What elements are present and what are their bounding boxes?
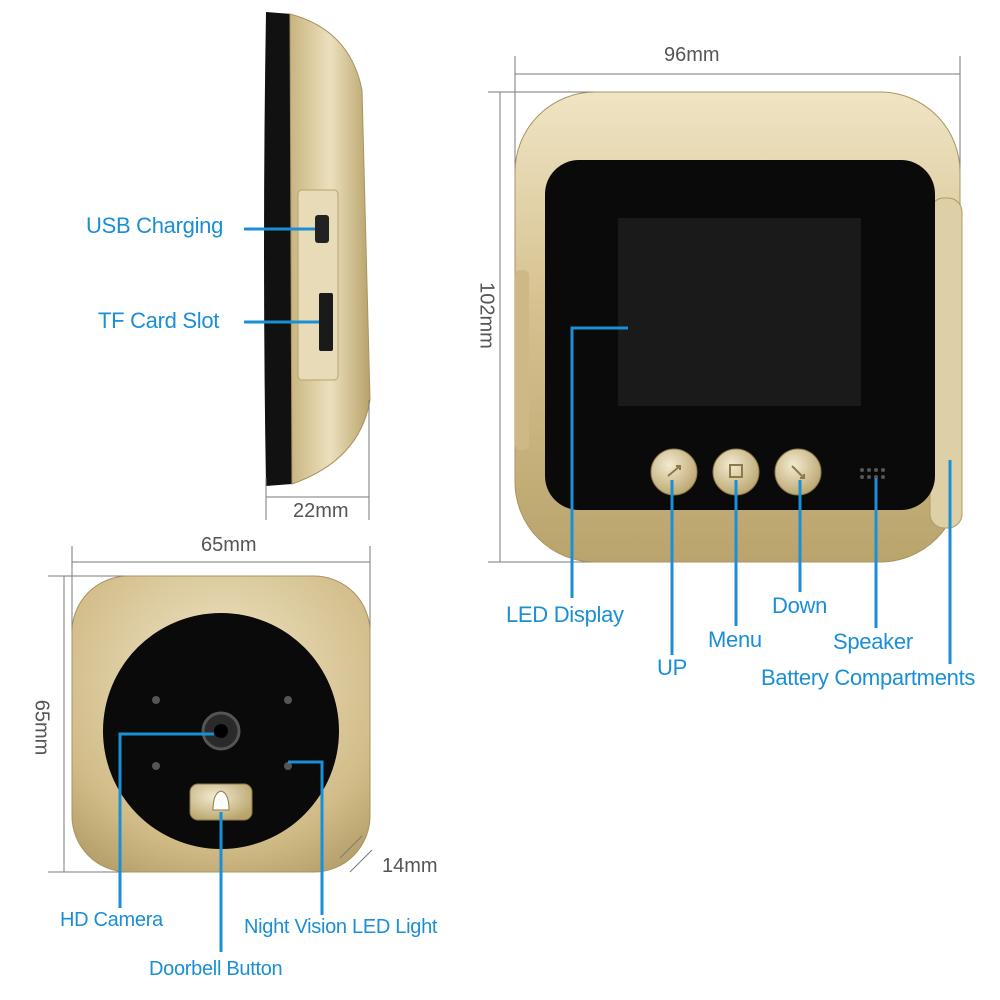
bell-icon [212,790,230,811]
menu-icon [729,464,743,478]
monitor-side-strip [515,270,529,450]
side-depth-label: 22mm [293,500,349,522]
front-monitor [488,56,963,664]
doorbell-button-label: Doorbell Button [149,958,283,980]
speaker-label: Speaker [833,629,913,654]
led-display-leader [570,326,628,598]
speaker-grille-icon [860,468,885,479]
battery-compartments-label: Battery Compartments [761,665,976,690]
night-vision-led-br [284,762,292,770]
camera-unit [48,546,373,952]
night-vision-led-bl [152,762,160,770]
monitor-width-label: 96mm [664,44,720,66]
usb-charging-label: USB Charging [86,213,224,238]
side-view-black-rim [264,12,292,486]
down-arrow-icon [791,465,805,479]
usb-port [315,215,329,243]
camera-height-label: 65mm [30,699,53,756]
night-vision-leader [288,760,324,915]
hd-camera-lens-center [214,724,228,738]
up-arrow-icon [667,465,681,477]
menu-label: Menu [708,627,762,652]
hd-camera-leader [118,732,214,908]
hd-camera-label: HD Camera [60,909,163,931]
camera-width-label: 65mm [201,534,257,556]
night-vision-led-tr [284,696,292,704]
night-vision-led-tl [152,696,160,704]
up-label: UP [657,655,687,680]
monitor-height-label: 102mm [475,282,498,349]
side-view [244,12,371,520]
tf-card-slot [319,293,333,351]
tf-card-slot-label: TF Card Slot [98,308,220,333]
night-vision-led-label: Night Vision LED Light [244,916,438,938]
thickness-slash-2 [339,835,363,859]
camera-thickness-label: 14mm [382,855,438,877]
led-display-screen [618,218,861,406]
led-display-label: LED Display [506,602,624,627]
thickness-slash-1 [349,849,373,873]
down-label: Down [772,593,828,618]
